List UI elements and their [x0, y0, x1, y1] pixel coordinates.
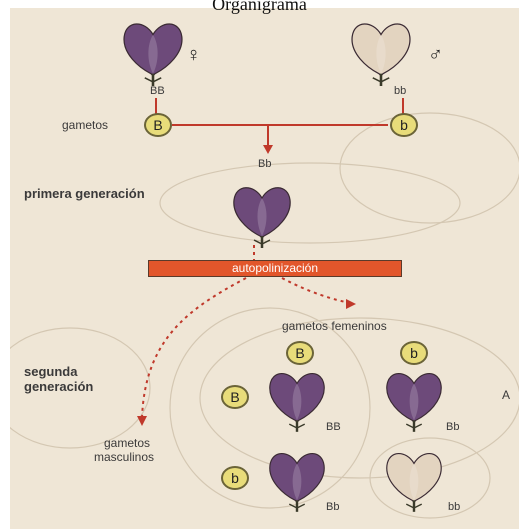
f2-label-line2: generación	[24, 379, 93, 394]
page-title: Organigrama	[0, 0, 519, 15]
male-gametes-label-line2: masculinos	[94, 450, 154, 464]
f2-genotype-bb-bottom-left: Bb	[326, 501, 339, 513]
f2-genotype-bb: BB	[326, 421, 341, 433]
parent-gamete-recessive: b	[390, 113, 418, 137]
male-gametes-label-line1: gametos	[104, 436, 150, 450]
f1-label: primera generación	[24, 186, 145, 201]
male-gamete-recessive: b	[221, 466, 249, 490]
background-swirls	[10, 113, 519, 518]
female-gamete-recessive: b	[400, 341, 428, 365]
cross-lines	[156, 98, 403, 154]
flower-parent-female	[124, 24, 182, 86]
parent-gamete-dominant: B	[144, 113, 172, 137]
self-pollination-banner: autopolinización	[148, 260, 402, 277]
male-symbol-icon: ♂	[428, 44, 443, 67]
arrow-to-male-gametes	[137, 416, 147, 426]
female-gametes-label: gametos femeninos	[282, 319, 387, 333]
f2-genotype-bb-top-right: Bb	[446, 421, 459, 433]
male-gamete-dominant: B	[221, 385, 249, 409]
flower-f2-bb-recessive	[387, 454, 441, 512]
f2-label-line1: segunda	[24, 364, 77, 379]
gametes-label: gametos	[62, 118, 108, 132]
side-letter: A	[502, 388, 510, 402]
flower-f2-bb-hetero-bottom	[270, 454, 324, 512]
flower-parent-male	[352, 24, 410, 86]
flower-f2-bb-hetero-top	[387, 374, 441, 432]
female-gamete-dominant: B	[286, 341, 314, 365]
flower-f2-bb-dominant	[270, 374, 324, 432]
female-symbol-icon: ♀	[186, 44, 201, 67]
diagram-sheet: BB ♀ bb ♂ gametos B b Bb primera generac…	[10, 8, 519, 529]
f2-genotype-bb-bottom-right: bb	[448, 501, 460, 513]
f1-genotype: Bb	[258, 158, 271, 170]
female-genotype: BB	[150, 85, 165, 97]
male-genotype: bb	[394, 85, 406, 97]
arrow-to-female-gametes	[346, 299, 356, 309]
